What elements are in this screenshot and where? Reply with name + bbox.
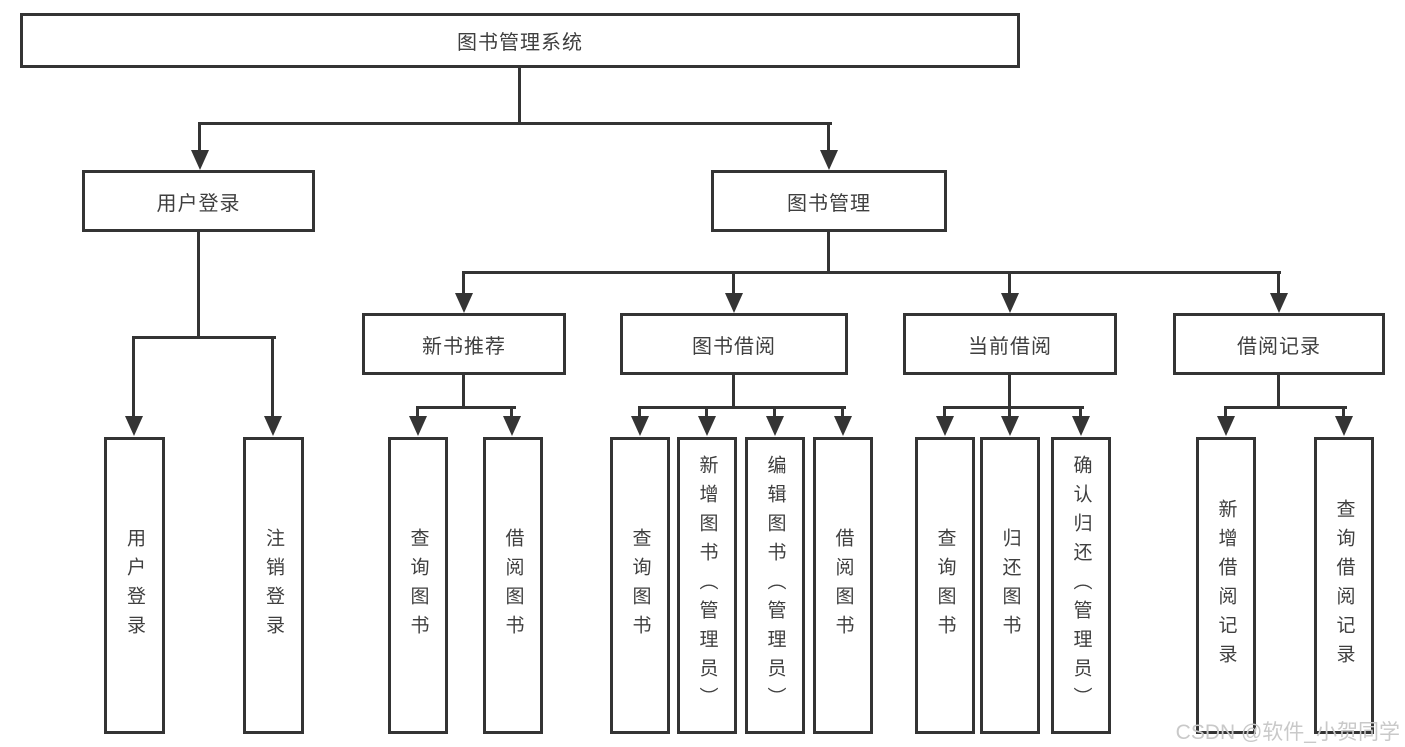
node-book-management: 图书管理 — [711, 170, 947, 232]
node-leaf-logout: 注销登录 — [243, 437, 304, 734]
connector-records-hline — [1224, 406, 1347, 409]
node-leaf-return-books-label: 归还图书 — [999, 527, 1021, 644]
arrowhead-down-icon — [1335, 416, 1353, 436]
node-leaf-query-books-2: 查询图书 — [610, 437, 670, 734]
connector-stem — [841, 406, 844, 418]
csdn-watermark: CSDN @软件_小贺同学 — [1175, 721, 1400, 744]
connector-stem — [773, 406, 776, 418]
connector-stem — [1277, 271, 1280, 296]
node-leaf-edit-books-admin: 编辑图书（管理员） — [745, 437, 805, 734]
node-current-borrowing-label: 当前借阅 — [968, 335, 1052, 358]
arrowhead-down-icon — [1072, 416, 1090, 436]
connector-records-stub — [1277, 375, 1280, 409]
arrowhead-down-icon — [631, 416, 649, 436]
connector-currentborrow-hline — [943, 406, 1084, 409]
arrowhead-down-icon — [766, 416, 784, 436]
node-leaf-add-books-admin: 新增图书（管理员） — [677, 437, 737, 734]
node-leaf-return-books: 归还图书 — [980, 437, 1040, 734]
arrowhead-down-icon — [820, 150, 838, 170]
arrowhead-down-icon — [125, 416, 143, 436]
arrowhead-down-icon — [455, 293, 473, 313]
node-leaf-query-borrow-record-label: 查询借阅记录 — [1333, 498, 1355, 673]
connector-newbook-hline — [416, 406, 516, 409]
node-leaf-query-borrow-record: 查询借阅记录 — [1314, 437, 1374, 734]
connector-root-stub — [518, 68, 521, 125]
connector-stem — [1342, 406, 1345, 418]
node-leaf-confirm-return-admin: 确认归还（管理员） — [1051, 437, 1111, 734]
node-leaf-borrow-books-2: 借阅图书 — [813, 437, 873, 734]
connector-stem — [1008, 271, 1011, 296]
node-leaf-add-borrow-record-label: 新增借阅记录 — [1215, 498, 1237, 673]
connector-stem — [462, 271, 465, 296]
connector-bookborrow-stub — [732, 375, 735, 409]
node-leaf-query-books-1-label: 查询图书 — [407, 527, 429, 644]
connector-stem — [198, 122, 201, 153]
connector-stem — [132, 336, 135, 418]
connector-currentborrow-stub — [1008, 375, 1011, 409]
node-leaf-user-login: 用户登录 — [104, 437, 165, 734]
arrowhead-down-icon — [936, 416, 954, 436]
connector-stem — [705, 406, 708, 418]
connector-stem — [510, 406, 513, 418]
connector-stem — [827, 122, 830, 153]
node-new-book-recommend: 新书推荐 — [362, 313, 566, 375]
node-leaf-borrow-books-1-label: 借阅图书 — [502, 527, 524, 644]
connector-stem — [943, 406, 946, 418]
arrowhead-down-icon — [191, 150, 209, 170]
node-leaf-confirm-return-admin-label: 确认归还（管理员） — [1070, 455, 1092, 716]
node-book-borrowing: 图书借阅 — [620, 313, 848, 375]
connector-stem — [416, 406, 419, 418]
node-leaf-query-books-1: 查询图书 — [388, 437, 448, 734]
arrowhead-down-icon — [264, 416, 282, 436]
connector-stem — [638, 406, 641, 418]
connector-stem — [1008, 406, 1011, 418]
node-leaf-logout-label: 注销登录 — [263, 527, 284, 644]
connector-bookmgmt-hline — [462, 271, 1281, 274]
node-leaf-user-login-label: 用户登录 — [124, 527, 145, 644]
node-leaf-add-books-admin-label: 新增图书（管理员） — [696, 455, 718, 716]
node-borrowing-records: 借阅记录 — [1173, 313, 1385, 375]
connector-stem — [271, 336, 274, 418]
arrowhead-down-icon — [725, 293, 743, 313]
node-leaf-borrow-books-1: 借阅图书 — [483, 437, 543, 734]
node-leaf-edit-books-admin-label: 编辑图书（管理员） — [764, 455, 786, 716]
arrowhead-down-icon — [1270, 293, 1288, 313]
node-user-login-group-label: 用户登录 — [156, 192, 241, 215]
node-root-label: 图书管理系统 — [457, 32, 583, 54]
node-leaf-add-borrow-record: 新增借阅记录 — [1196, 437, 1256, 734]
connector-bookmgmt-stub — [827, 232, 830, 274]
arrowhead-down-icon — [698, 416, 716, 436]
connector-bookborrow-hline — [638, 406, 846, 409]
connector-newbook-stub — [462, 375, 465, 409]
node-book-borrowing-label: 图书借阅 — [692, 335, 776, 358]
arrowhead-down-icon — [1001, 293, 1019, 313]
node-leaf-query-books-3-label: 查询图书 — [934, 527, 956, 644]
connector-root-hline — [198, 122, 832, 125]
arrowhead-down-icon — [1001, 416, 1019, 436]
node-new-book-recommend-label: 新书推荐 — [422, 335, 506, 358]
node-leaf-query-books-3: 查询图书 — [915, 437, 975, 734]
arrowhead-down-icon — [1217, 416, 1235, 436]
connector-userlogin-hline — [132, 336, 276, 339]
node-book-management-label: 图书管理 — [787, 192, 871, 215]
connector-stem — [1079, 406, 1082, 418]
node-borrowing-records-label: 借阅记录 — [1237, 335, 1321, 358]
connector-stem — [1224, 406, 1227, 418]
node-user-login-group: 用户登录 — [82, 170, 315, 232]
connector-stem — [732, 271, 735, 296]
arrowhead-down-icon — [503, 416, 521, 436]
node-leaf-borrow-books-2-label: 借阅图书 — [832, 527, 854, 644]
arrowhead-down-icon — [409, 416, 427, 436]
connector-userlogin-stub — [197, 232, 200, 339]
arrowhead-down-icon — [834, 416, 852, 436]
node-root: 图书管理系统 — [20, 13, 1020, 68]
node-current-borrowing: 当前借阅 — [903, 313, 1117, 375]
node-leaf-query-books-2-label: 查询图书 — [629, 527, 651, 644]
